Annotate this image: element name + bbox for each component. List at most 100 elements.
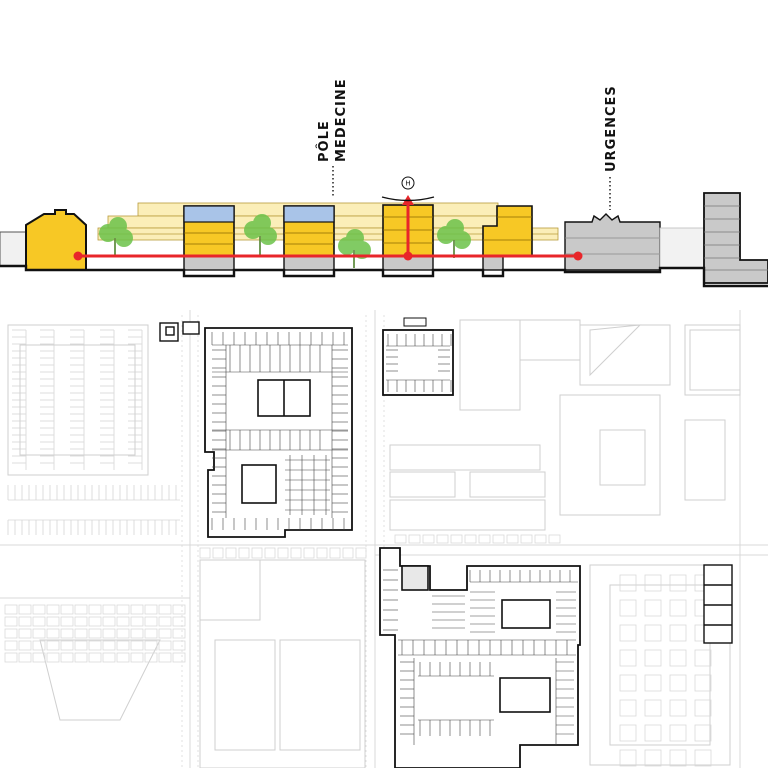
hospital-block-northwest	[204, 327, 353, 538]
plan-room	[172, 604, 186, 615]
plan-room	[88, 616, 102, 627]
plan-room	[32, 604, 46, 615]
plan-room	[619, 624, 637, 642]
context-triangles	[39, 324, 741, 721]
plan-room	[277, 547, 289, 559]
plan-room	[644, 599, 662, 617]
northwest-room-grid	[211, 332, 348, 530]
plan-room	[644, 624, 662, 642]
northwest-courtyards	[241, 379, 311, 504]
plan-room	[60, 604, 74, 615]
plan-room	[199, 547, 211, 559]
south-room-grid	[383, 569, 578, 745]
route-nodes	[73, 251, 583, 261]
circulation-route	[78, 203, 578, 258]
tree-icon	[437, 219, 471, 258]
plan-room	[669, 749, 687, 767]
plan-room	[450, 534, 463, 544]
plan-room	[355, 547, 367, 559]
plan-room	[644, 674, 662, 692]
plan-room	[130, 604, 144, 615]
right-courtyard	[659, 227, 705, 269]
plan-room	[18, 628, 32, 639]
plan-room	[18, 604, 32, 615]
northeast-room-grid	[386, 334, 452, 392]
plan-room	[408, 534, 421, 544]
plan-room	[172, 640, 186, 651]
plan-room	[102, 652, 116, 663]
pole-label-line1: PÔLE	[316, 120, 332, 162]
tree-icon	[99, 217, 133, 256]
heritage-building	[25, 209, 87, 271]
route-node	[403, 251, 413, 261]
ground-line	[0, 264, 768, 288]
hospital-block-northeast	[382, 329, 454, 396]
plan-room	[18, 616, 32, 627]
plan-room	[46, 652, 60, 663]
plan-room	[88, 652, 102, 663]
plan-room	[644, 699, 662, 717]
plan-room	[158, 628, 172, 639]
plan-room	[4, 628, 18, 639]
plan-room	[60, 616, 74, 627]
plan-room	[619, 724, 637, 742]
plan-room	[303, 547, 315, 559]
plan-room	[251, 547, 263, 559]
plan-room	[669, 624, 687, 642]
blue-top-floors	[183, 205, 335, 223]
plan-room	[264, 547, 276, 559]
plan-room	[172, 616, 186, 627]
plan-room	[102, 604, 116, 615]
plan-room	[144, 628, 158, 639]
plan-room	[694, 749, 712, 767]
plan-room	[478, 534, 491, 544]
plan-room	[492, 534, 505, 544]
plan-room	[290, 547, 302, 559]
plan-room	[158, 652, 172, 663]
plan-room	[548, 534, 561, 544]
plan-room	[88, 604, 102, 615]
plan-room	[144, 616, 158, 627]
plan-room	[172, 628, 186, 639]
plan-room	[464, 534, 477, 544]
helipad-icon	[401, 176, 415, 190]
plan-room	[4, 640, 18, 651]
plan-room	[32, 628, 46, 639]
plan-room	[46, 640, 60, 651]
plan-room	[74, 616, 88, 627]
plan-room	[130, 628, 144, 639]
plan-room	[694, 724, 712, 742]
basement-blocks	[183, 255, 504, 271]
plan-room	[74, 652, 88, 663]
urgences-label: URGENCES	[604, 85, 619, 172]
northeast-annex	[403, 317, 427, 327]
route-node	[573, 251, 583, 261]
plan-room	[4, 604, 18, 615]
plan-room	[669, 599, 687, 617]
tree-icons	[99, 214, 471, 268]
plan-room	[644, 749, 662, 767]
plan-room	[18, 640, 32, 651]
plan-room	[18, 652, 32, 663]
plan-room	[74, 628, 88, 639]
plan-room	[619, 749, 637, 767]
plan-room	[32, 640, 46, 651]
plan-room	[619, 649, 637, 667]
plan-room	[669, 574, 687, 592]
left-edge-building	[0, 231, 27, 267]
plan-room	[506, 534, 519, 544]
plan-room	[74, 604, 88, 615]
housing-rows	[4, 534, 712, 767]
helipad: H	[381, 176, 435, 202]
building-section: H PÔLE MEDECINE URGENCES	[0, 78, 768, 288]
pole-label-line2: MEDECINE	[334, 78, 349, 162]
route-node	[73, 251, 83, 261]
plan-room	[316, 547, 328, 559]
plan-room	[144, 652, 158, 663]
plan-room	[669, 649, 687, 667]
plan-room	[619, 674, 637, 692]
plan-room	[116, 616, 130, 627]
plan-room	[102, 616, 116, 627]
plan-room	[534, 534, 547, 544]
